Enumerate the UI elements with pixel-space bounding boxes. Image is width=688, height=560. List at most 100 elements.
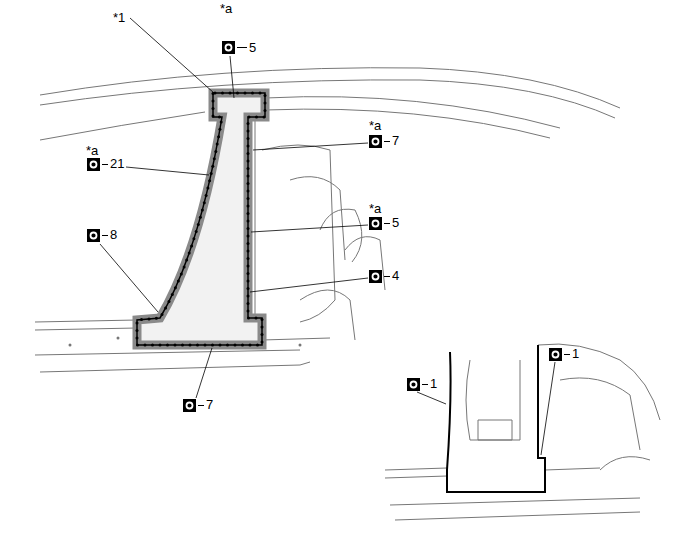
weld-symbols (87, 41, 570, 412)
weld-symbol-square (407, 378, 420, 391)
weld-count: 7 (206, 398, 213, 412)
weld-point (247, 212, 250, 215)
weld-point (261, 333, 264, 336)
weld-symbol-ring (373, 139, 379, 145)
weld-count: 1 (430, 377, 437, 391)
weld-point (197, 223, 200, 226)
weld-point (216, 143, 219, 146)
weld-symbol-ring (91, 162, 97, 168)
body-context-lines (35, 68, 620, 372)
weld-symbol-dash (102, 235, 108, 236)
weld-symbol-ring (373, 274, 379, 280)
weld-symbol-ring (411, 382, 417, 388)
weld-point (219, 344, 222, 347)
weld-point (247, 280, 250, 283)
weld-symbol-ring (91, 233, 97, 239)
inset-cut-outline (447, 345, 545, 492)
weld-point (218, 116, 221, 119)
weld-point (144, 344, 147, 347)
weld-point (183, 266, 186, 269)
weld-point (159, 344, 162, 347)
weld-point (199, 216, 202, 219)
weld-point (180, 273, 183, 276)
weld-point (190, 244, 193, 247)
weld-point (212, 107, 215, 110)
weld-point (148, 318, 151, 321)
note-mark: *1 (113, 11, 125, 25)
weld-point (249, 344, 252, 347)
weld-point (247, 310, 250, 313)
weld-point (248, 116, 251, 119)
weld-point (208, 179, 211, 182)
weld-symbol-dash (198, 405, 204, 406)
weld-point (234, 344, 237, 347)
weld-point (247, 205, 250, 208)
weld-point (247, 122, 250, 125)
weld-count: 1 (572, 347, 579, 361)
weld-point (211, 344, 214, 347)
weld-symbol-square (369, 217, 382, 230)
weld-point (247, 242, 250, 245)
b-pillar-band (137, 93, 265, 345)
weld-point (247, 302, 250, 305)
weld-point (166, 344, 169, 347)
weld-point (247, 272, 250, 275)
leader-lines (100, 18, 555, 455)
weld-point (151, 344, 154, 347)
weld-symbol-square (549, 348, 562, 361)
weld-point (247, 227, 250, 230)
weld-point (205, 194, 208, 197)
weld-count: 5 (249, 41, 256, 55)
weld-point (140, 318, 143, 321)
weld-point (212, 100, 215, 103)
weld-point (264, 94, 267, 97)
weld-point (255, 116, 258, 119)
weld-point (171, 293, 174, 296)
weld-point (206, 187, 209, 190)
weld-point (263, 116, 266, 119)
weld-point (247, 235, 250, 238)
weld-point (256, 344, 259, 347)
weld-point (247, 190, 250, 193)
weld-point (247, 220, 250, 223)
weld-point (155, 317, 158, 320)
weld-point (261, 326, 264, 329)
weld-point (181, 344, 184, 347)
weld-point (247, 257, 250, 260)
weld-point (236, 92, 239, 95)
weld-point (213, 157, 216, 160)
weld-point (264, 109, 267, 112)
weld-point (218, 128, 221, 131)
weld-point (203, 201, 206, 204)
weld-point (201, 208, 204, 211)
weld-point (136, 322, 139, 325)
weld-point (136, 337, 139, 340)
weld-symbol-dash (384, 276, 390, 277)
weld-symbol-ring (373, 221, 379, 227)
weld-point (164, 307, 167, 310)
weld-point (174, 286, 177, 289)
weld-point (188, 252, 191, 255)
weld-point (247, 295, 250, 298)
weld-symbol-dash (384, 141, 390, 142)
weld-point (247, 250, 250, 253)
note-mark: *a (86, 144, 98, 158)
weld-point (247, 182, 250, 185)
note-mark: *a (369, 119, 381, 133)
weld-point (259, 92, 262, 95)
weld-symbol-ring (553, 352, 559, 358)
weld-point (226, 344, 229, 347)
weld-point (161, 313, 164, 316)
weld-point (210, 172, 213, 175)
weld-point (229, 92, 232, 95)
weld-symbol-dash (102, 164, 108, 165)
weld-symbol-dash (384, 223, 390, 224)
weld-symbol-square (183, 399, 196, 412)
weld-point (189, 344, 192, 347)
weld-point (168, 300, 171, 303)
weld-point (177, 280, 180, 283)
weld-symbol-dash (422, 384, 428, 385)
inset-context-lines (385, 344, 660, 520)
weld-count: 4 (392, 269, 399, 283)
weld-point (247, 145, 250, 148)
